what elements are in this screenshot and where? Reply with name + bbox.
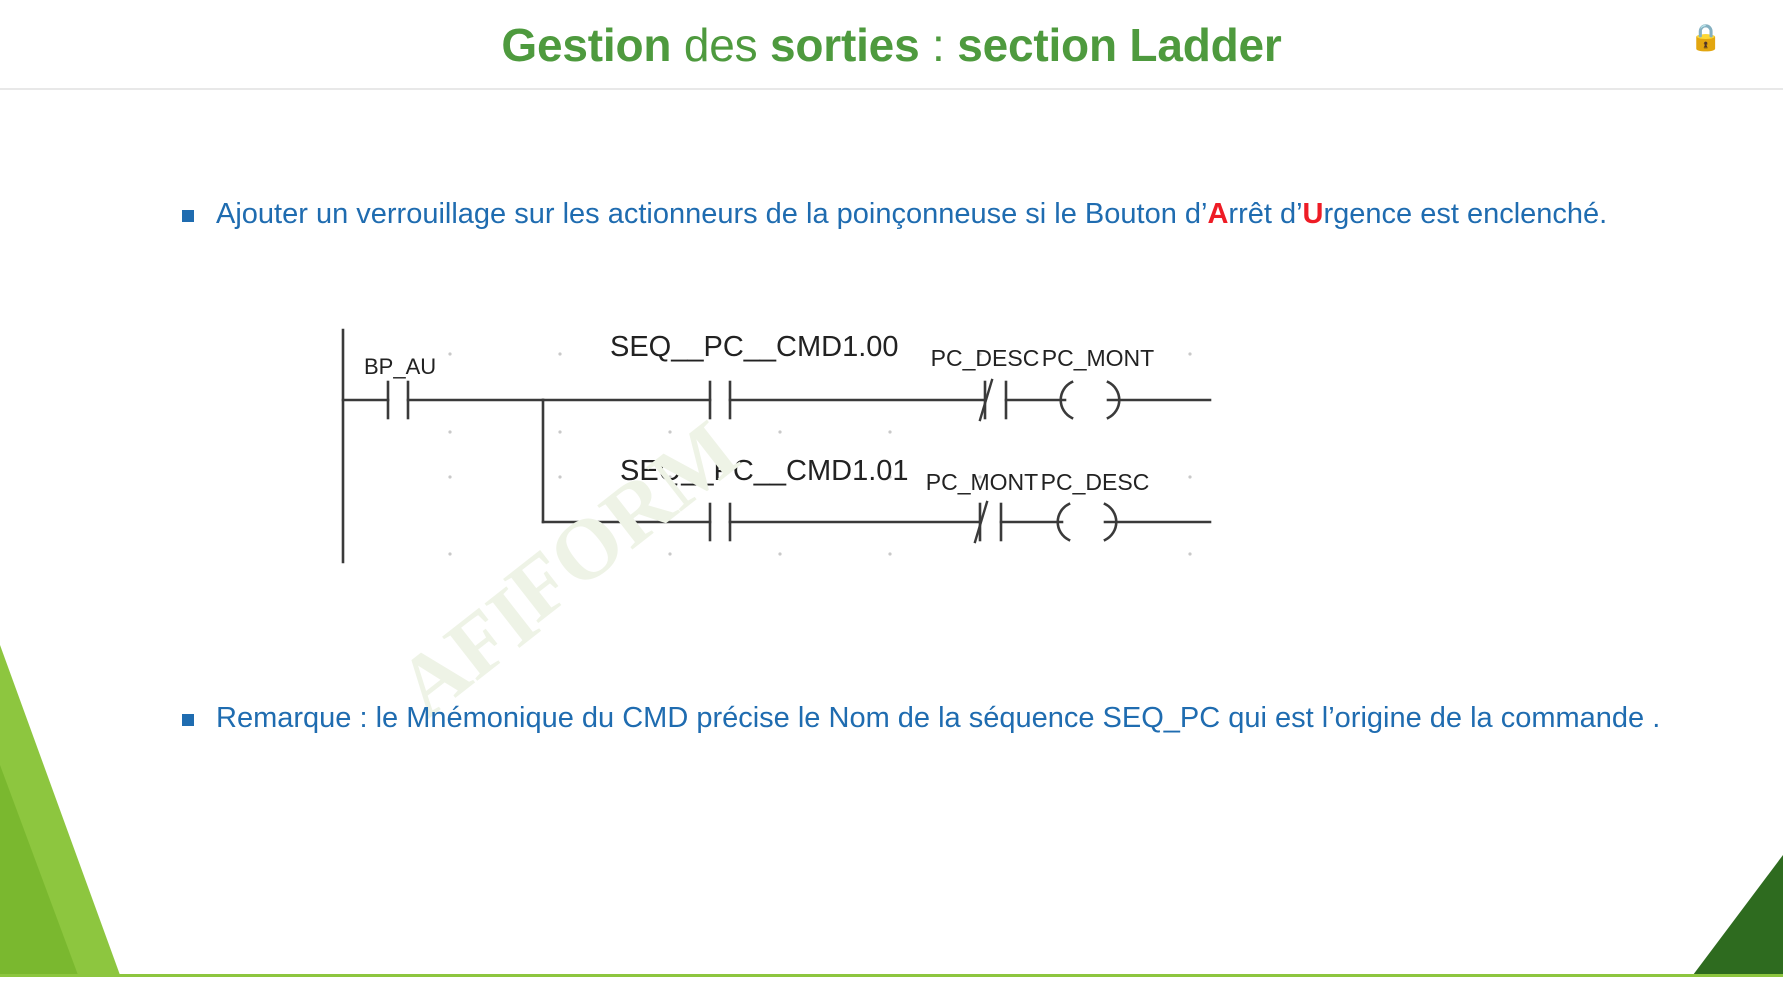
grid-dots	[448, 352, 1192, 556]
contact-pc-mont-slash	[973, 500, 989, 544]
label-pc-desc-coil: PC_DESC	[1041, 469, 1150, 495]
label-pc-mont-coil: PC_MONT	[1042, 345, 1154, 371]
bullet-text-run: rgence est enclenché.	[1323, 198, 1608, 230]
page-title: Gestion des sorties : section Ladder	[501, 18, 1281, 72]
page-title-segment: Gestion	[501, 19, 684, 71]
lock-icon: 🔒	[1689, 22, 1723, 52]
bullet-text-run: rrêt d’	[1228, 198, 1303, 230]
bullet-item-2-text: Remarque : le Mnémonique du CMD précise …	[216, 700, 1660, 738]
label-cmd-1-01: SEQ__PC__CMD1.01	[620, 455, 909, 487]
page-title-segment: section Ladder	[957, 19, 1282, 71]
bullet-accent-letter: U	[1302, 198, 1324, 230]
label-cmd-1-00: SEQ__PC__CMD1.00	[610, 331, 899, 363]
label-bp-au: BP_AU	[364, 354, 436, 379]
footer-divider	[0, 974, 1783, 977]
ladder-svg: BP_AU SEQ__PC__CMD1.00 PC_DESC PC_MONT S…	[341, 328, 1212, 564]
coil-pc-desc-left	[1056, 502, 1071, 542]
bullet-accent-letter: A	[1207, 198, 1229, 230]
square-bullet-icon	[182, 714, 194, 726]
decor-corner-left	[0, 645, 120, 975]
bullet-item-2: Remarque : le Mnémonique du CMD précise …	[182, 700, 1660, 738]
contact-pc-desc-slash	[978, 378, 994, 422]
label-pc-mont-contact: PC_MONT	[926, 469, 1038, 495]
bullet-item-1: Ajouter un verrouillage sur les actionne…	[182, 196, 1607, 234]
page-title-segment: :	[932, 19, 958, 71]
coil-pc-mont-left	[1059, 380, 1074, 420]
bullet-text-run: Remarque : le Mnémonique du CMD précise …	[216, 702, 1661, 734]
ladder-diagram: BP_AU SEQ__PC__CMD1.00 PC_DESC PC_MONT S…	[330, 322, 1260, 582]
decor-corner-right	[1693, 855, 1783, 975]
page-title-segment: sorties	[770, 19, 933, 71]
page-title-segment: des	[683, 19, 770, 71]
square-bullet-icon	[182, 210, 194, 222]
bullet-text-run: Ajouter un verrouillage sur les actionne…	[216, 198, 1208, 230]
bullet-item-1-text: Ajouter un verrouillage sur les actionne…	[216, 196, 1607, 234]
slide-title-bar: Gestion des sorties : section Ladder	[0, 6, 1783, 84]
label-pc-desc-contact: PC_DESC	[931, 345, 1040, 371]
header-divider	[0, 88, 1783, 90]
